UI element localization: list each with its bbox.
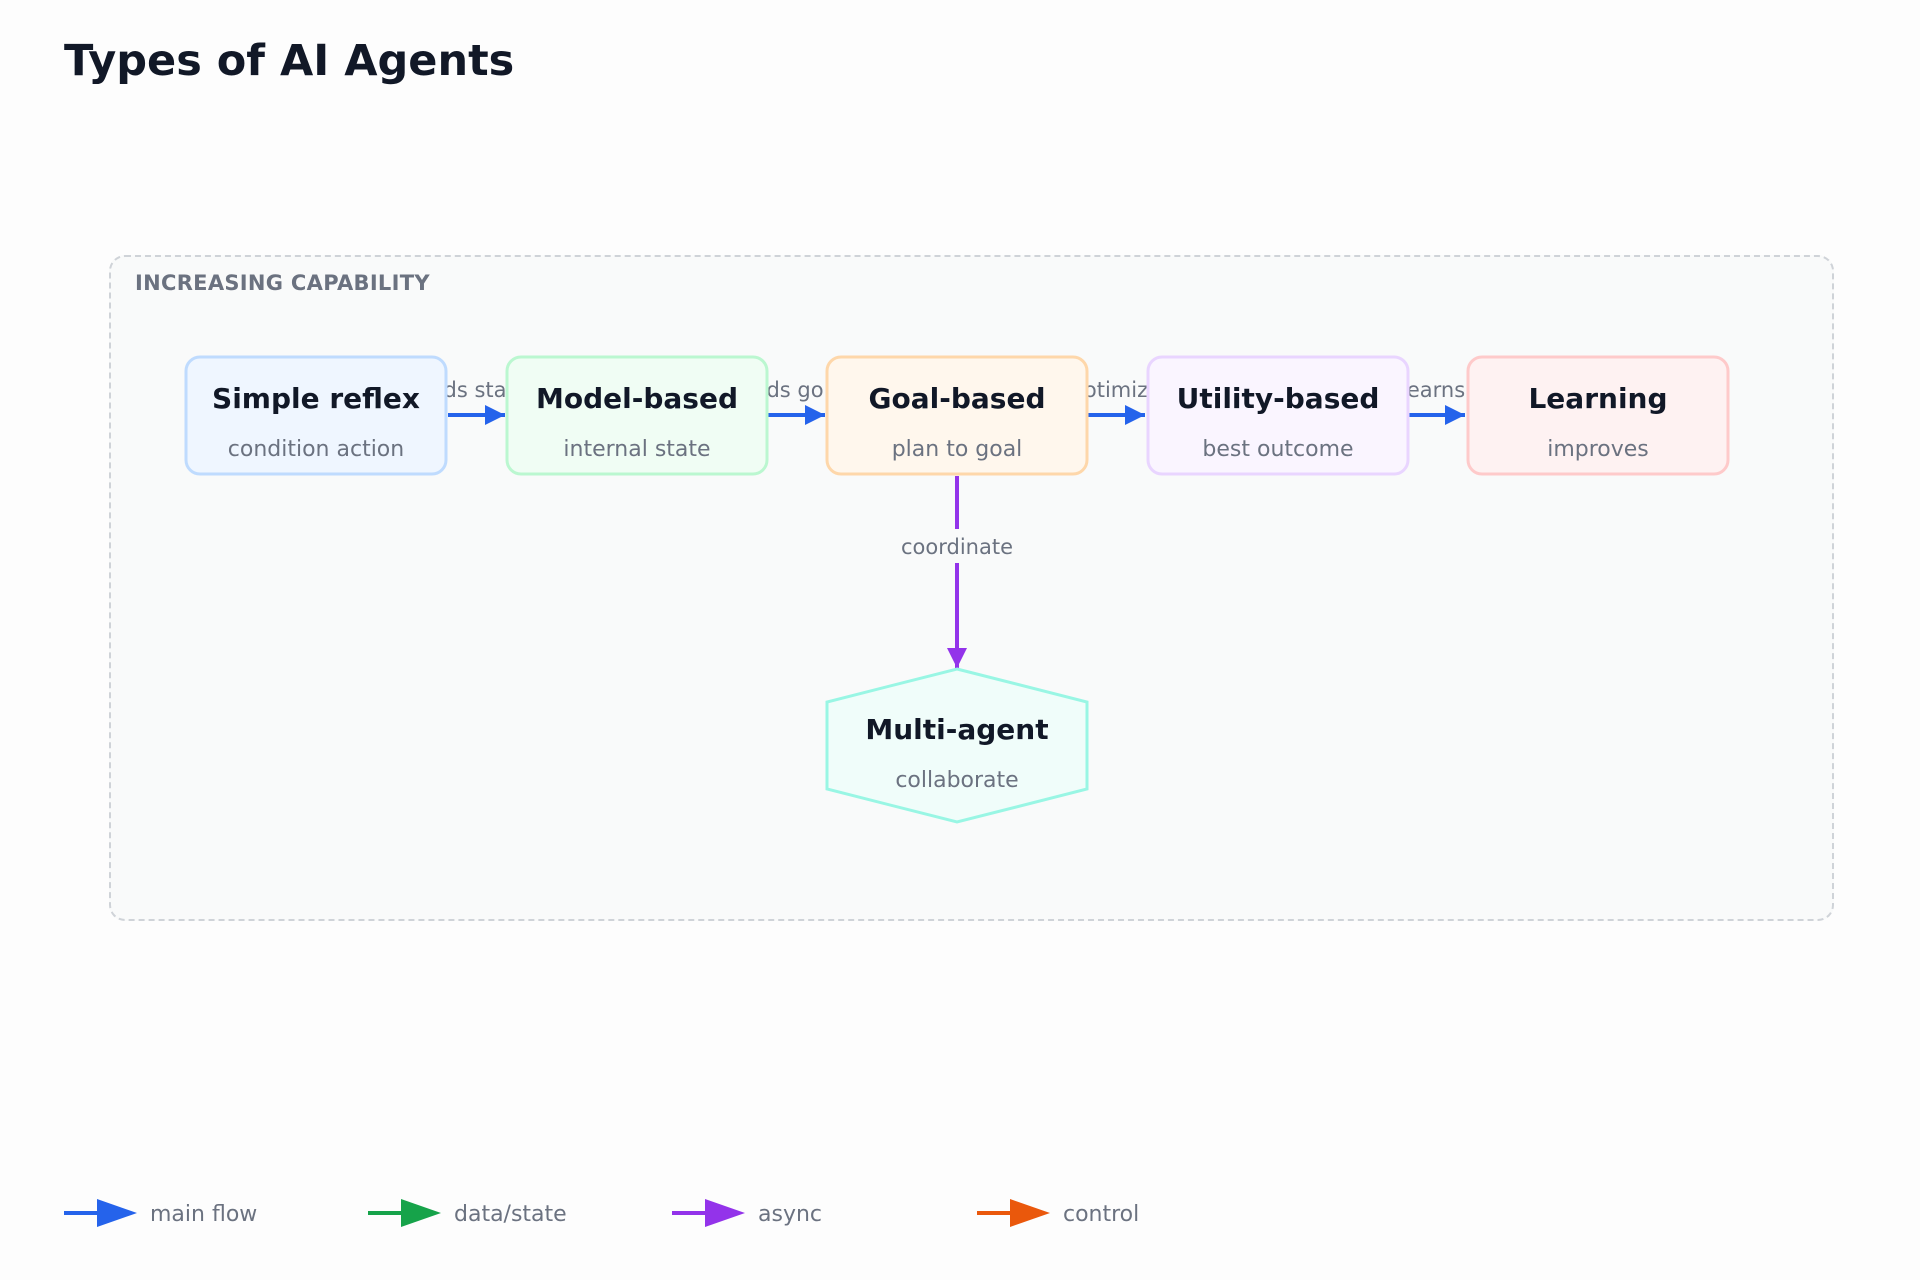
legend: main flow data/state async control (64, 1199, 1139, 1227)
node-subtitle: collaborate (895, 768, 1018, 793)
node-title: Simple reflex (212, 382, 420, 415)
arrow-icon (1010, 1199, 1050, 1227)
node-title: Utility-based (1177, 382, 1380, 415)
legend-item-data-state: data/state (368, 1199, 567, 1227)
legend-item-main-flow: main flow (64, 1199, 257, 1227)
arrow-icon (97, 1199, 137, 1227)
edge-label: coordinate (901, 535, 1013, 559)
node-subtitle: best outcome (1202, 437, 1353, 462)
edge-goal-to-utility: otimiz (1084, 378, 1148, 425)
node-model-based: Model-based internal state (505, 355, 769, 476)
node-simple-reflex: Simple reflex condition action (184, 355, 448, 476)
edge-simple-to-model: ds sta (444, 378, 507, 425)
legend-item-control: control (977, 1199, 1139, 1227)
legend-label: async (758, 1202, 822, 1227)
node-utility-based: Utility-based best outcome (1146, 355, 1410, 476)
node-learning: Learning improves (1466, 355, 1730, 476)
node-goal-based: Goal-based plan to goal (825, 355, 1089, 476)
node-subtitle: plan to goal (892, 437, 1023, 462)
legend-label: control (1063, 1202, 1139, 1227)
edge-label: ds go (766, 378, 823, 402)
edge-label: ds sta (444, 378, 507, 402)
edge-utility-to-learning: earns (1407, 378, 1465, 425)
node-subtitle: internal state (563, 437, 710, 462)
node-title: Learning (1528, 382, 1667, 415)
page-title: Types of AI Agents (64, 36, 515, 86)
node-title: Model-based (536, 382, 738, 415)
node-subtitle: improves (1547, 437, 1649, 462)
arrow-icon (401, 1199, 441, 1227)
node-title: Multi-agent (865, 713, 1048, 746)
node-title: Goal-based (869, 382, 1046, 415)
legend-item-async: async (672, 1199, 822, 1227)
edge-goal-to-multi-agent: coordinate (884, 476, 1030, 668)
group-label: INCREASING CAPABILITY (135, 271, 430, 295)
legend-label: main flow (150, 1202, 257, 1227)
arrow-icon (705, 1199, 745, 1227)
node-multi-agent: Multi-agent collaborate (825, 667, 1089, 824)
edge-model-to-goal: ds go (766, 378, 825, 425)
node-subtitle: condition action (228, 437, 404, 462)
legend-label: data/state (454, 1202, 567, 1227)
edge-label: otimiz (1084, 378, 1148, 402)
edge-label: earns (1407, 378, 1465, 402)
